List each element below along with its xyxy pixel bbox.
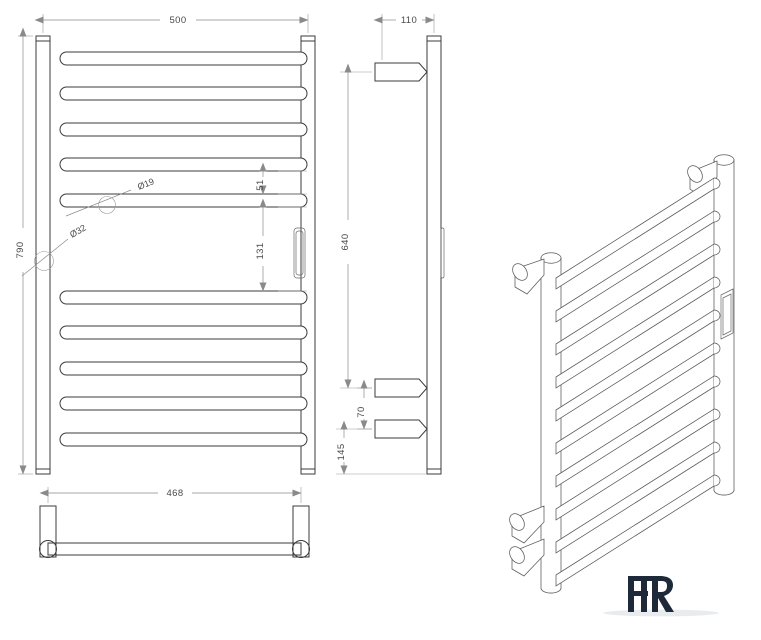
front-rung-2: [59, 86, 308, 101]
dimension-span-640: 640: [340, 63, 372, 389]
callout-label-d19: Ø19: [136, 176, 156, 192]
front-rungs-group: [59, 51, 308, 447]
iso-rung-4: [555, 276, 721, 389]
side-control-switch: [440, 227, 445, 279]
dimension-offset-145: 145: [336, 420, 427, 475]
dimension-label-131: 131: [255, 242, 266, 259]
iso-stub-top-right: [687, 160, 718, 197]
front-rung-8: [59, 361, 308, 376]
brand-logo: FR: [603, 576, 719, 617]
front-rung-4: [59, 157, 308, 172]
iso-rung-3: [555, 243, 721, 356]
iso-stub-bottom-upper: [509, 505, 545, 544]
front-right-post: [300, 35, 316, 475]
front-rung-1: [59, 51, 308, 66]
dimension-label-790: 790: [15, 241, 26, 258]
iso-rung-2: [555, 210, 721, 323]
plan-right-post-end: [292, 540, 310, 558]
iso-rung-6: [555, 342, 721, 455]
callout-label-d32: Ø32: [68, 223, 88, 240]
side-bracket-lower-b: [374, 419, 428, 439]
front-elevation-view: 500 790 51 131: [15, 14, 316, 475]
front-rung-5: [59, 193, 308, 208]
dimension-gap-51: 51: [255, 162, 307, 195]
dimension-height-790: 790: [15, 27, 33, 475]
dimension-depth-110: 110: [373, 14, 435, 60]
front-rung-7: [59, 325, 308, 340]
iso-control-switch[interactable]: [720, 288, 734, 340]
front-rung-6: [59, 290, 308, 305]
front-control-switch[interactable]: [293, 227, 306, 279]
dimension-label-110: 110: [401, 15, 417, 26]
dimension-label-70: 70: [356, 406, 367, 417]
logo-monogram-fr: FR: [628, 576, 674, 612]
dimension-label-468: 468: [166, 488, 183, 499]
plan-left-post-end: [39, 540, 57, 558]
iso-rung-7: [555, 375, 721, 488]
dimension-label-145: 145: [336, 443, 347, 460]
front-left-post: [35, 35, 51, 475]
top-plan-view: 468: [39, 487, 310, 558]
plan-cross-bar: [47, 542, 302, 556]
iso-rung-10: [555, 474, 721, 587]
iso-stub-bottom-lower: [509, 538, 545, 577]
dimension-width-468: 468: [39, 487, 302, 503]
front-rung-10: [59, 432, 308, 447]
iso-rung-9: [555, 441, 721, 554]
dimension-label-51: 51: [255, 179, 266, 190]
dimension-gap-131: 131: [255, 198, 307, 292]
side-main-post: [426, 35, 442, 475]
side-bracket-upper: [374, 62, 428, 82]
dimension-label-640: 640: [340, 233, 351, 250]
dimension-label-500: 500: [169, 15, 186, 26]
callout-diameter-32: Ø32: [21, 223, 88, 277]
iso-rung-1: [555, 177, 721, 290]
side-elevation-view: 110 640 70 145: [336, 14, 445, 475]
iso-rung-8: [555, 408, 721, 521]
isometric-3d-view: [509, 154, 735, 594]
side-bracket-lower-a: [374, 378, 428, 398]
dimension-width-500: 500: [34, 14, 309, 33]
iso-stub-top-left: [512, 258, 545, 295]
front-rung-9: [59, 396, 308, 411]
front-rung-3: [59, 122, 308, 137]
iso-rung-5: [555, 309, 721, 422]
iso-rungs-group: [555, 177, 721, 587]
dimension-gap-70: 70: [356, 379, 372, 430]
